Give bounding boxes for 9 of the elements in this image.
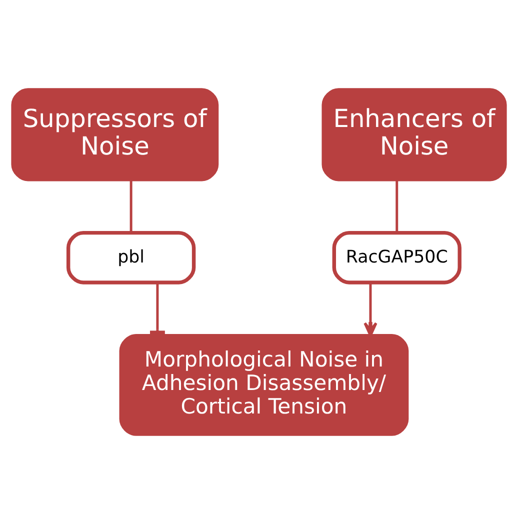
- arrow: [364, 282, 378, 336]
- node-box: Morphological Noise in Adhesion Disassembly/ Cortical Tension: [119, 334, 409, 436]
- node-box: Enhancers of Noise: [322, 88, 507, 181]
- node-box: pbl: [66, 230, 196, 284]
- connector: [150, 282, 165, 336]
- connector: [130, 178, 132, 232]
- node-box: Suppressors of Noise: [11, 88, 219, 181]
- node-box: RacGAP50C: [332, 230, 462, 284]
- connector: [396, 178, 398, 232]
